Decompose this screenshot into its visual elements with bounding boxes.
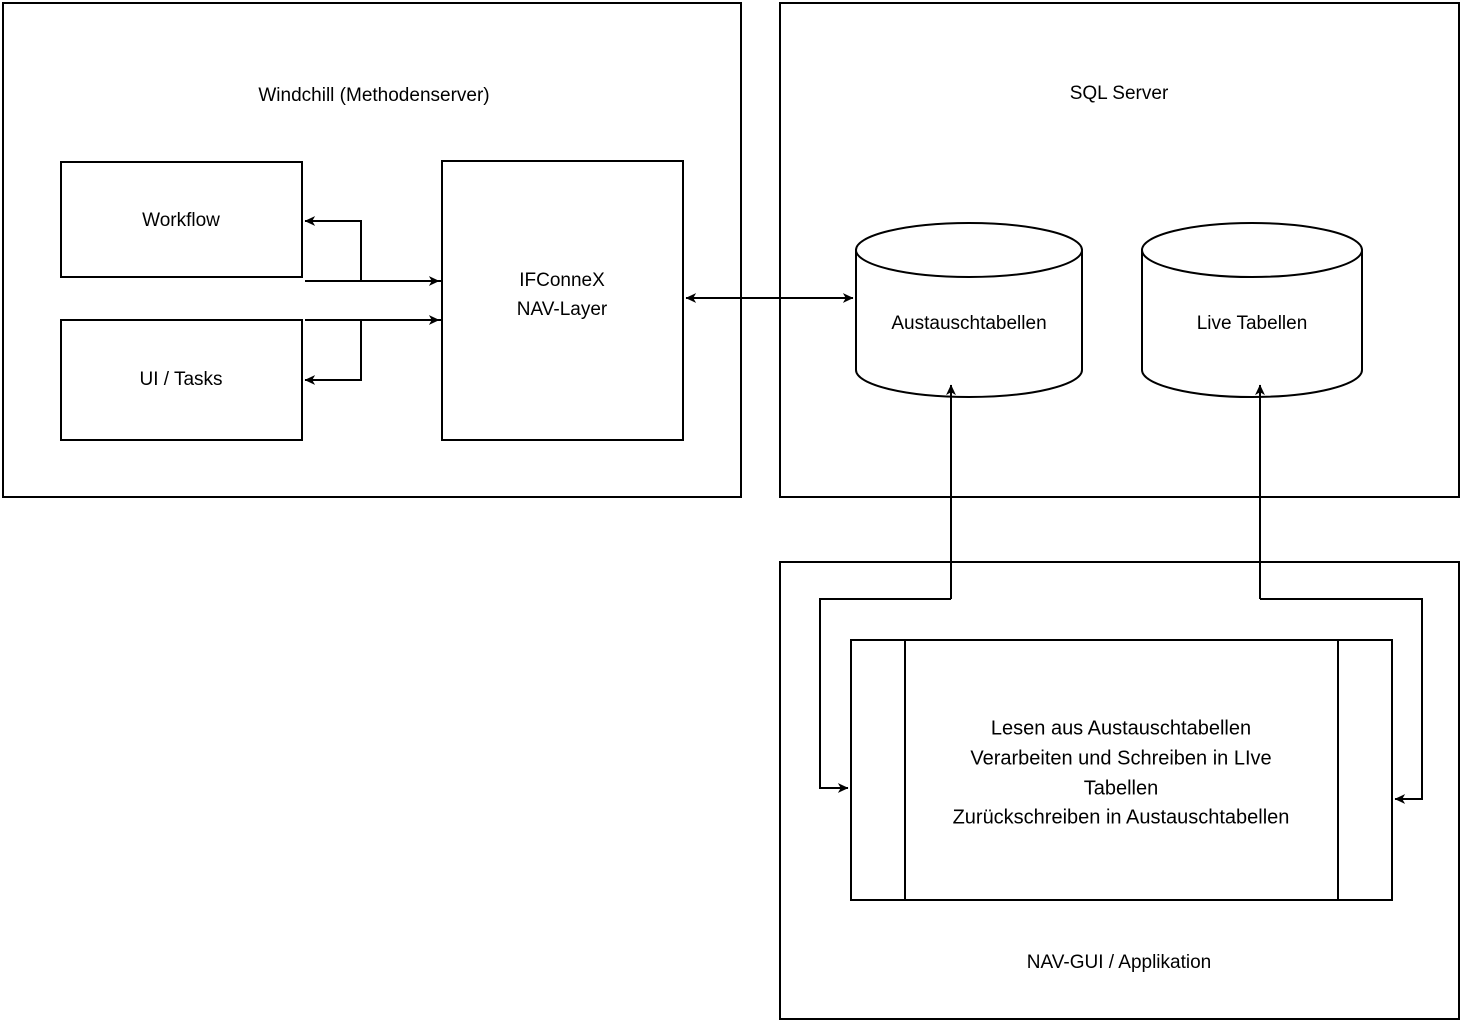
node-ui-tasks[interactable]: UI / Tasks xyxy=(60,319,303,441)
windchill-container-label: Windchill (Methodenserver) xyxy=(258,85,489,106)
ifconnex-label-line1: IFConneX xyxy=(519,270,605,291)
nav-gui-process-line4: Zurückschreiben in Austauschtabellen xyxy=(953,806,1290,828)
container-nav-gui: NAV-GUI / Applikation Lesen aus Austausc… xyxy=(779,561,1460,1020)
ifconnex-box[interactable] xyxy=(441,160,684,441)
ifconnex-label-line2: NAV-Layer xyxy=(517,299,608,320)
node-ifconnex-nav-layer[interactable]: IFConneX NAV-Layer xyxy=(441,160,684,441)
node-austauschtabellen[interactable]: Austauschtabellen xyxy=(855,222,1083,398)
austauschtabellen-cylinder-body[interactable] xyxy=(855,249,1083,398)
container-windchill: Windchill (Methodenserver) Workflow UI /… xyxy=(2,2,742,498)
nav-gui-process-line1: Lesen aus Austauschtabellen xyxy=(991,717,1251,739)
nav-gui-process-line2: Verarbeiten und Schreiben in LIve xyxy=(970,747,1271,769)
nav-gui-container-label: NAV-GUI / Applikation xyxy=(1027,952,1211,973)
workflow-label: Workflow xyxy=(142,210,220,231)
ui-tasks-box[interactable] xyxy=(60,319,303,441)
workflow-box[interactable] xyxy=(60,161,303,278)
nav-gui-process-line3: Tabellen xyxy=(1084,777,1159,799)
sql-server-container-label: SQL Server xyxy=(1070,83,1169,104)
node-nav-gui-process[interactable]: Lesen aus Austauschtabellen Verarbeiten … xyxy=(850,639,1393,901)
austauschtabellen-cylinder-top[interactable] xyxy=(855,222,1083,278)
connector-ifconnex-to-ui-tasks xyxy=(304,319,442,385)
austauschtabellen-label: Austauschtabellen xyxy=(891,313,1046,334)
node-workflow[interactable]: Workflow xyxy=(60,161,303,278)
ui-tasks-label: UI / Tasks xyxy=(139,369,222,390)
live-tabellen-cylinder-body[interactable] xyxy=(1141,249,1363,398)
container-sql-server: SQL Server Austauschtabellen Live Tabell… xyxy=(779,2,1460,498)
connector-live-tabellen-to-process xyxy=(1260,598,1423,804)
connector-austauschtabellen-to-process xyxy=(819,598,951,793)
nav-gui-process-box[interactable] xyxy=(850,639,1393,901)
live-tabellen-label: Live Tabellen xyxy=(1197,313,1308,334)
node-live-tabellen[interactable]: Live Tabellen xyxy=(1141,222,1363,398)
live-tabellen-cylinder-top[interactable] xyxy=(1141,222,1363,278)
